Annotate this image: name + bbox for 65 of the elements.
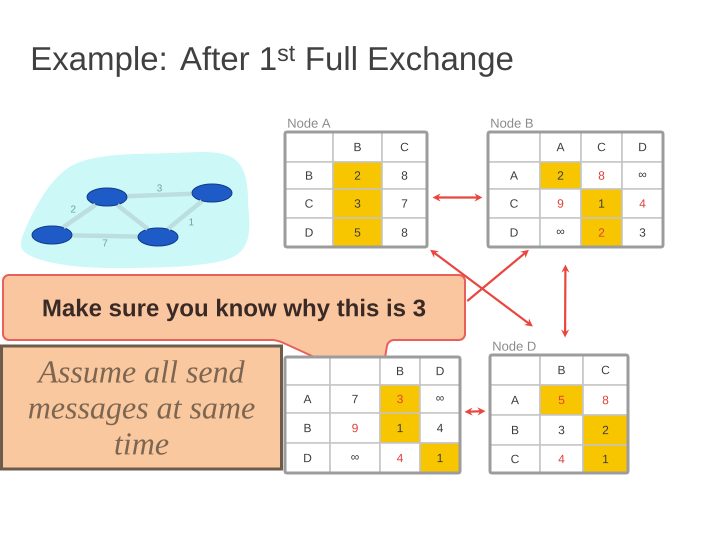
table-cell: ∞ [419,384,461,414]
row-header: D [284,217,334,248]
table-cell: 3 [539,414,584,446]
note-box: Assume all send messages at same time [0,344,283,470]
table-cell: 7 [329,384,381,414]
column-header: B [379,356,421,386]
table-cell: ∞ [329,442,381,474]
table-cell: 4 [539,444,584,474]
column-header: C [580,131,623,163]
row-header: A [487,161,541,190]
link-line [127,192,192,198]
table-cell: 9 [539,188,582,219]
table-title: Node B [491,118,533,128]
row-header: C [489,444,541,474]
table-cell: 4 [379,442,421,474]
link-line [166,200,204,230]
table-cell: 2 [582,414,629,446]
table-cell: 4 [419,412,461,444]
table-cell: 1 [419,442,461,474]
row-header: B [489,414,541,446]
table-title: Node A [288,118,331,128]
column-header: A [539,131,582,163]
table-cell: 2 [539,161,582,190]
table-cell: 8 [580,161,623,190]
table-cell: ∞ [539,217,582,248]
column-header: B [539,354,584,386]
row-header: A [284,384,331,414]
row-header: C [487,188,541,219]
table-cell: 7 [381,188,428,219]
table-cell: 3 [621,217,664,248]
column-header: C [381,131,428,163]
table-cell: 9 [329,412,381,444]
link-line [116,203,149,231]
row-header: D [487,217,541,248]
table-cell: 8 [381,161,428,190]
column-header: C [582,354,629,386]
table-cell: 8 [381,217,428,248]
network-node [192,184,232,202]
table-title: Node D [493,341,536,351]
row-header: B [284,412,331,444]
table-cell: 2 [332,161,383,190]
table-cell: 3 [332,188,383,219]
table-cell: 1 [379,412,421,444]
row-header: A [489,384,541,416]
network-node [32,226,72,244]
row-header: D [284,442,331,474]
table-cell: 1 [580,188,623,219]
table-cell: ∞ [621,161,664,190]
table-cell: 8 [582,384,629,416]
table-cell: 5 [332,217,383,248]
column-header: B [332,131,383,163]
table-cell: 2 [580,217,623,248]
table-cell: 5 [539,384,584,416]
network-node [138,228,178,246]
table-cell: 1 [582,444,629,474]
network-node [86,188,128,206]
link-line [72,233,138,239]
table-cell: 3 [379,384,421,414]
row-header: C [284,188,334,219]
slide-title: Example: After 1$^{st}$ Full Exchange [32,46,512,77]
column-header: D [621,131,664,163]
table-cell: 4 [621,188,664,219]
link-line [62,203,97,229]
row-header: B [284,161,334,190]
column-header: D [419,356,461,386]
